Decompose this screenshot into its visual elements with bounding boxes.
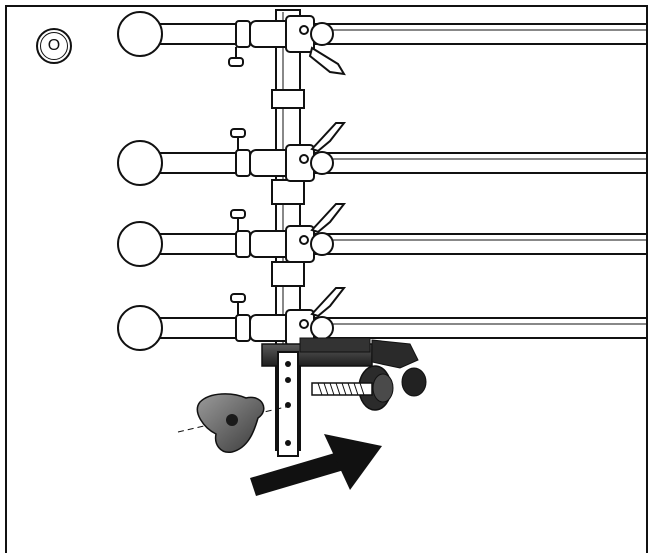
crossbar bbox=[117, 203, 648, 267]
crossbar bbox=[117, 122, 648, 186]
clamp-assembly bbox=[261, 337, 427, 457]
crossbar-group bbox=[117, 11, 648, 351]
knob-icon bbox=[177, 393, 291, 453]
step-label: O bbox=[40, 32, 68, 60]
threaded-rod bbox=[311, 382, 373, 396]
direction-arrow-icon bbox=[250, 434, 382, 496]
step-circle-icon: O bbox=[36, 28, 72, 64]
crossbar bbox=[117, 287, 648, 351]
crossbar bbox=[117, 11, 648, 76]
